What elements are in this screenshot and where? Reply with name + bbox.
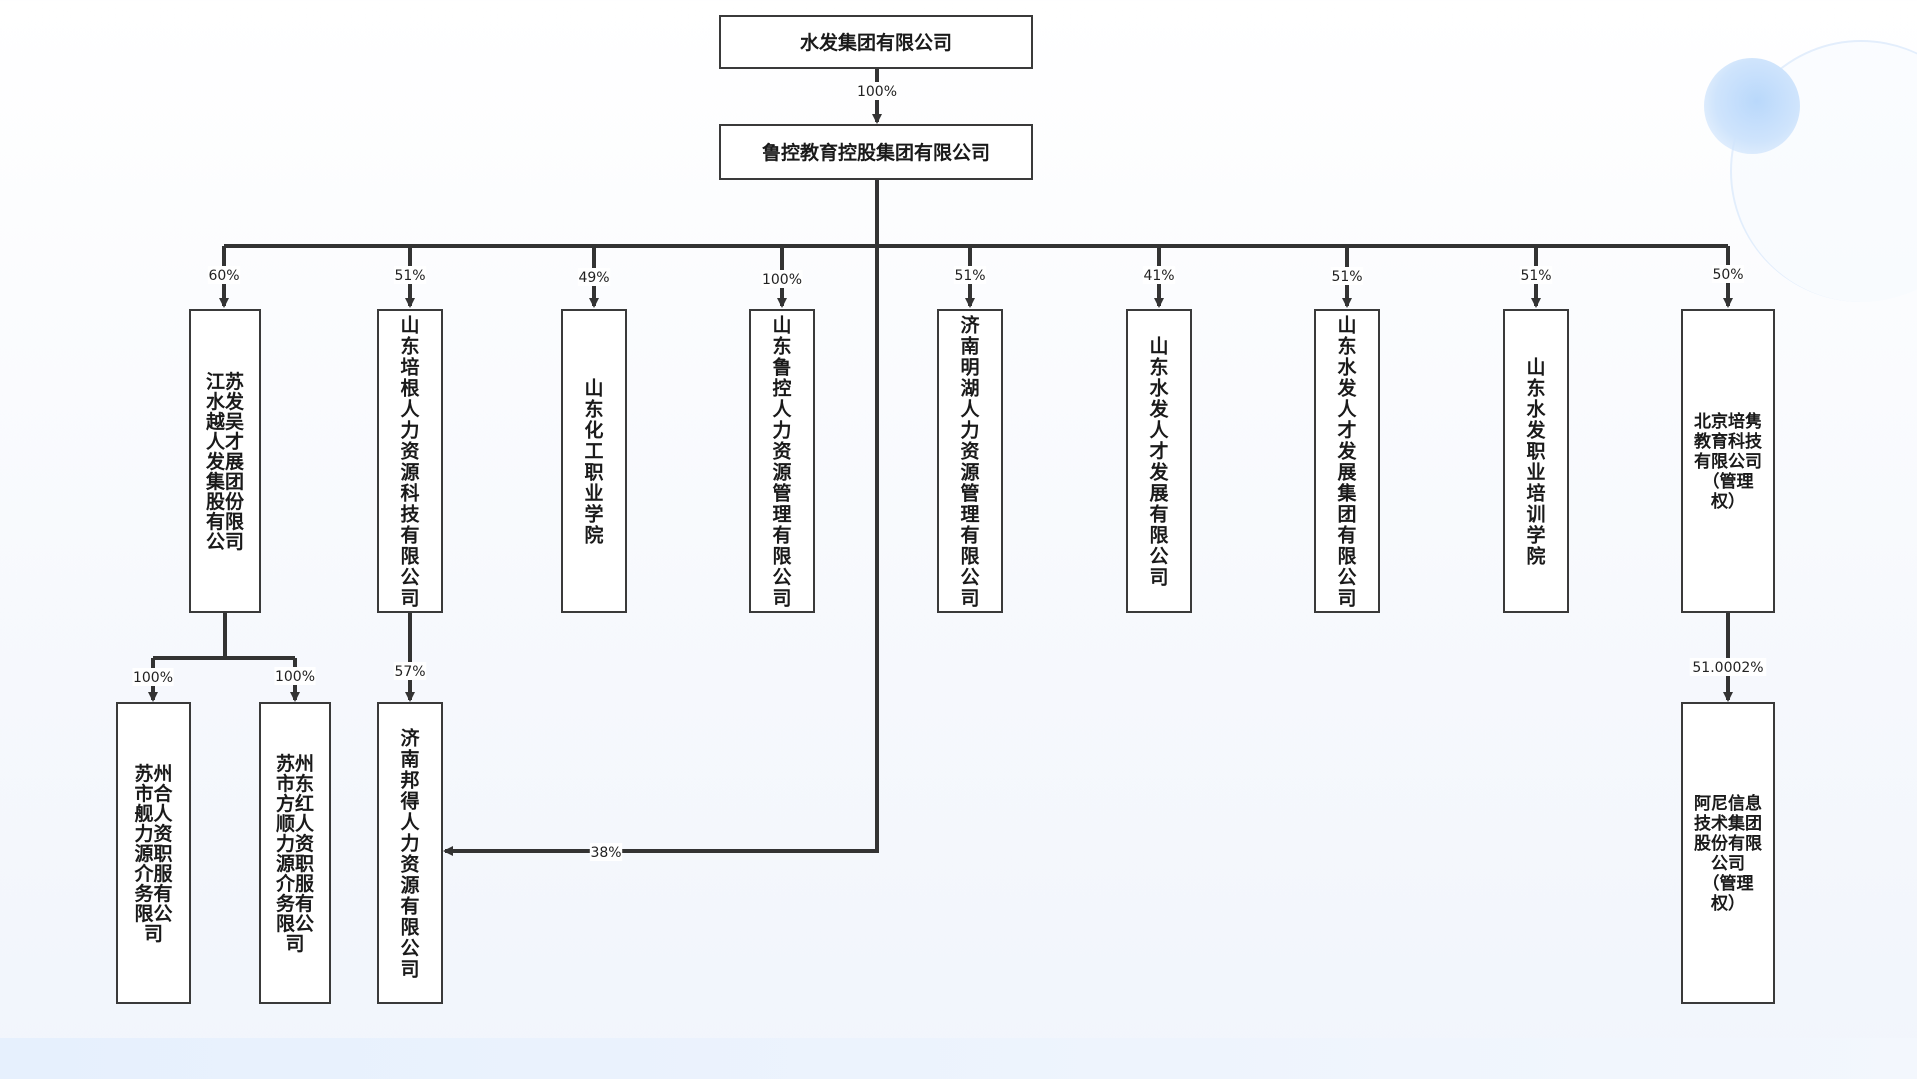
percent-text: 51% — [394, 268, 425, 284]
node-box — [1681, 702, 1775, 1004]
percent-text: 100% — [857, 84, 897, 100]
node-anni: 阿尼信息技术集团股份有限公司（管理权） — [1681, 702, 1775, 1004]
percent-label: 100% — [132, 668, 174, 686]
node-box — [1503, 309, 1569, 613]
percent-text: 100% — [133, 670, 173, 686]
node-label: 济南邦得人力资源有限公司 — [399, 726, 420, 980]
node-beijing: 北京培隽教育科技有限公司（管理权） — [1681, 309, 1775, 613]
node-box — [1314, 309, 1380, 613]
node-label: 鲁控教育控股集团有限公司 — [761, 141, 990, 164]
node-box — [1681, 309, 1775, 613]
node-label: 江苏水发越吴人才发展集团股份有限公司 — [205, 370, 245, 553]
node-lukong_hr: 山东鲁控人力资源管理有限公司 — [749, 309, 815, 613]
decorative-circle — [1704, 58, 1800, 154]
percent-label: 41% — [1142, 266, 1176, 284]
percent-label: 100% — [856, 82, 898, 100]
node-label: 山东水发职业培训学院 — [1525, 356, 1546, 567]
node-label: 水发集团有限公司 — [800, 31, 952, 54]
node-box — [116, 702, 191, 1004]
node-label: 山东化工职业学院 — [584, 377, 603, 546]
node-box — [719, 15, 1033, 69]
node-label: 山东水发人才发展有限公司 — [1148, 335, 1169, 588]
percent-label: 57% — [393, 662, 427, 680]
percent-label: 51% — [393, 266, 427, 284]
node-root: 水发集团有限公司 — [719, 15, 1033, 69]
percent-label: 50% — [1711, 265, 1745, 283]
node-label: 山东培根人力资源科技有限公司 — [400, 314, 420, 609]
node-hejian: 苏州市合舰人力资源职介服务有限公司 — [116, 702, 191, 1004]
node-label: 苏州市东方红顺人力资源职介服务有限公司 — [275, 752, 315, 955]
node-peigen: 山东培根人力资源科技有限公司 — [377, 309, 443, 613]
percent-text: 51.0002% — [1692, 660, 1763, 676]
node-dongfang: 苏州市东方红顺人力资源职介服务有限公司 — [259, 702, 331, 1004]
node-shuifa_zy: 山东水发职业培训学院 — [1503, 309, 1569, 613]
node-jiangsu: 江苏水发越吴人才发展集团股份有限公司 — [189, 309, 261, 613]
node-huagong: 山东化工职业学院 — [561, 309, 627, 613]
node-shuifa_rcjt: 山东水发人才发展集团有限公司 — [1314, 309, 1380, 613]
node-lukong: 鲁控教育控股集团有限公司 — [719, 124, 1033, 180]
percent-text: 51% — [1520, 268, 1551, 284]
percent-label: 100% — [274, 667, 316, 685]
node-bangde: 济南邦得人力资源有限公司 — [377, 702, 443, 1004]
node-label: 苏州市合舰人力资源职介服务有限公司 — [133, 762, 173, 945]
percent-text: 100% — [762, 272, 802, 288]
percent-label: 60% — [207, 266, 241, 284]
percent-label: 49% — [577, 268, 611, 286]
percent-text: 57% — [394, 664, 425, 680]
percent-label: 51% — [1519, 266, 1553, 284]
node-shuifa_rc: 山东水发人才发展有限公司 — [1126, 309, 1192, 613]
node-label: 山东水发人才发展集团有限公司 — [1336, 314, 1357, 609]
node-box — [937, 309, 1003, 613]
node-box — [749, 309, 815, 613]
node-label: 济南明湖人力资源管理有限公司 — [960, 313, 980, 609]
node-box — [189, 309, 261, 613]
bottom-band — [0, 1038, 1917, 1079]
percent-label: 51.0002% — [1689, 658, 1767, 676]
percent-label: 51% — [953, 266, 987, 284]
node-box — [1126, 309, 1192, 613]
percent-label: 38% — [589, 843, 623, 861]
node-box — [377, 309, 443, 613]
percent-label: 51% — [1330, 267, 1364, 285]
node-label: 山东鲁控人力资源管理有限公司 — [771, 314, 792, 609]
percent-text: 51% — [1331, 269, 1362, 285]
node-label: 阿尼信息技术集团股份有限公司（管理权） — [1694, 793, 1762, 914]
percent-label: 100% — [761, 270, 803, 288]
percent-text: 50% — [1712, 267, 1743, 283]
percent-text: 49% — [578, 270, 609, 286]
percent-text: 41% — [1143, 268, 1174, 284]
percent-text: 38% — [590, 845, 621, 861]
percent-text: 60% — [208, 268, 239, 284]
percent-text: 51% — [954, 268, 985, 284]
node-box — [561, 309, 627, 613]
node-label: 北京培隽教育科技有限公司（管理权） — [1693, 411, 1763, 512]
node-box — [377, 702, 443, 1004]
node-minghu: 济南明湖人力资源管理有限公司 — [937, 309, 1003, 613]
percent-text: 100% — [275, 669, 315, 685]
node-box — [259, 702, 331, 1004]
node-box — [719, 124, 1033, 180]
